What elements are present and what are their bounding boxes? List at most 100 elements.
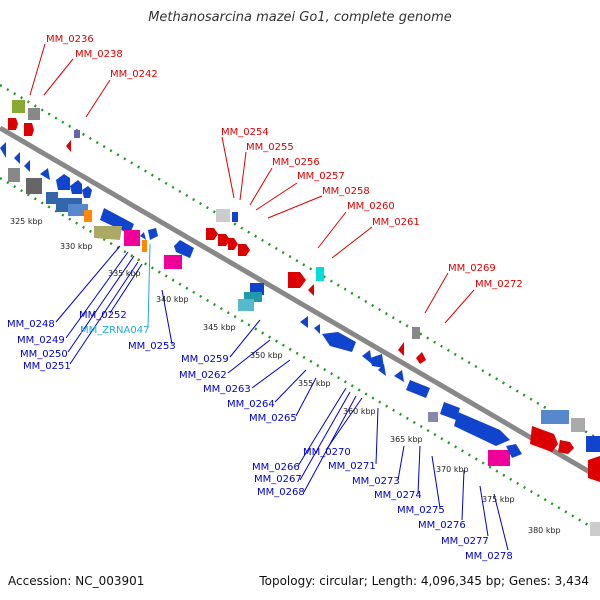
gene-arrow[interactable] [300,316,308,328]
gene-arrow[interactable] [362,350,372,364]
gene-label-forward[interactable]: MM_0255 [246,142,294,153]
gene-arrow[interactable] [66,140,71,152]
gene-label-forward[interactable]: MM_0257 [297,171,345,182]
gene-box[interactable] [164,255,182,269]
gene-label-forward[interactable]: MM_0242 [110,69,158,80]
gene-label-reverse[interactable]: MM_0276 [418,520,466,531]
gene-arrow[interactable] [440,402,460,420]
scale-label: 330 kbp [60,242,93,251]
gene-box[interactable] [316,267,324,281]
gene-box[interactable] [84,210,92,222]
gene-arrow[interactable] [40,168,50,180]
gene-box[interactable] [74,130,80,138]
gene-arrow[interactable] [308,284,314,296]
gene-arrow[interactable] [174,240,194,258]
gene-label-reverse[interactable]: MM_0263 [203,384,251,395]
gene-box[interactable] [488,450,510,466]
gene-label-reverse[interactable]: MM_0259 [181,354,229,365]
gene-box[interactable] [232,212,238,222]
gene-arrow[interactable] [394,370,404,382]
gene-box[interactable] [590,522,600,536]
gene-box[interactable] [238,299,254,311]
gene-label-reverse[interactable]: MM_0262 [179,370,227,381]
gene-label-forward[interactable]: MM_0260 [347,201,395,212]
gene-label-reverse[interactable]: MM_0248 [7,319,55,330]
gene-label-reverse[interactable]: MM_0265 [249,413,297,424]
gene-arrow[interactable] [56,174,70,190]
gene-label-reverse[interactable]: MM_0273 [352,476,400,487]
genes-value: 3,434 [554,574,589,588]
gene-label-reverse[interactable]: MM_0278 [465,551,513,562]
reverse-gene-labels: MM_0248 MM_0249 MM_0250 MM_0251 MM_0252 … [7,310,513,562]
gene-arrow[interactable] [288,272,306,288]
gene-arrow[interactable] [416,352,426,364]
gene-arrow[interactable] [70,180,82,194]
gene-box[interactable] [12,100,25,113]
length-value: 4,096,345 bp [420,574,501,588]
gene-box[interactable] [28,108,40,120]
gene-arrow[interactable] [588,456,600,482]
gene-arrow[interactable] [378,364,386,376]
gene-label-reverse[interactable]: MM_0264 [227,399,275,410]
gene-arrow[interactable] [218,234,230,246]
gene-arrow[interactable] [558,440,574,454]
gene-arrow[interactable] [206,228,218,240]
gene-arrow[interactable] [24,123,34,136]
gene-label-reverse[interactable]: MM_0251 [23,361,71,372]
gene-label-reverse[interactable]: MM_0275 [397,505,445,516]
gene-box[interactable] [586,436,600,452]
gene-arrow[interactable] [506,444,522,458]
gene-arrow[interactable] [140,232,146,240]
gene-label-forward[interactable]: MM_0256 [272,157,320,168]
scale-label: 380 kbp [528,526,561,535]
gene-label-forward[interactable]: MM_0236 [46,34,94,45]
gene-box[interactable] [428,412,438,422]
gene-arrow[interactable] [238,244,250,256]
gene-label-reverse[interactable]: MM_0266 [252,462,300,473]
gene-arrow[interactable] [14,152,20,164]
gene-arrow[interactable] [370,354,384,368]
gene-arrow[interactable] [8,118,18,130]
gene-arrow[interactable] [398,342,404,356]
gene-box[interactable] [46,192,58,204]
gene-box[interactable] [244,292,262,302]
gene-box[interactable] [571,418,585,432]
gene-box[interactable] [26,178,42,194]
gene-label-reverse[interactable]: MM_0250 [20,349,68,360]
gene-box[interactable] [142,240,147,252]
gene-label-reverse[interactable]: MM_0274 [374,490,422,501]
gene-arrow[interactable] [322,332,356,352]
gene-label-reverse[interactable]: MM_0277 [441,536,489,547]
gene-label-forward[interactable]: MM_0269 [448,263,496,274]
gene-arrow[interactable] [454,412,510,446]
gene-label-forward[interactable]: MM_0272 [475,279,523,290]
gene-label-reverse[interactable]: MM_0267 [254,474,302,485]
gene-arrow[interactable] [406,380,430,398]
gene-label-forward[interactable]: MM_0238 [75,49,123,60]
gene-label-forward[interactable]: MM_0258 [322,186,370,197]
gene-label-reverse[interactable]: MM_0253 [128,341,176,352]
gene-label-rna[interactable]: MM_ZRNA047 [80,325,149,336]
gene-box[interactable] [216,209,230,222]
gene-label-reverse[interactable]: MM_0270 [303,447,351,458]
gene-arrow[interactable] [148,228,158,240]
gene-arrow[interactable] [100,208,134,234]
gene-box[interactable] [68,204,88,216]
gene-box[interactable] [412,327,420,339]
gene-label-reverse[interactable]: MM_0252 [79,310,127,321]
gene-arrow[interactable] [314,324,320,334]
gene-label-reverse[interactable]: MM_0271 [328,461,376,472]
gene-box[interactable] [124,230,140,246]
gene-label-reverse[interactable]: MM_0268 [257,487,305,498]
gene-label-forward[interactable]: MM_0261 [372,217,420,228]
gene-arrow[interactable] [94,226,122,240]
gene-arrow[interactable] [82,186,92,198]
gene-arrow[interactable] [0,142,6,158]
gene-box[interactable] [541,410,569,424]
gene-arrow[interactable] [530,426,558,452]
gene-arrow[interactable] [24,160,30,172]
gene-label-forward[interactable]: MM_0254 [221,127,269,138]
gene-arrow[interactable] [228,238,238,250]
gene-box[interactable] [8,168,20,182]
gene-label-reverse[interactable]: MM_0249 [17,335,65,346]
